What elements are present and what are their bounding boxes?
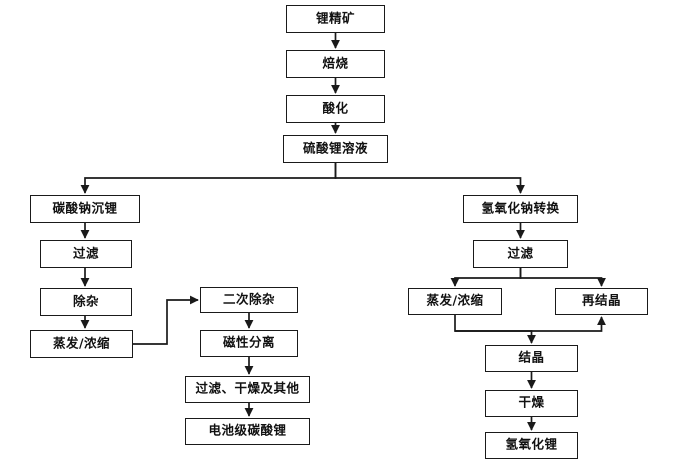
node-evaporation-concentration-left[interactable]: 蒸发/浓缩	[30, 330, 133, 358]
node-acidification[interactable]: 酸化	[286, 95, 385, 123]
node-label: 干燥	[518, 394, 545, 410]
edge-n15-n17	[454, 315, 536, 344]
node-label: 氢氧化钠转换	[481, 200, 560, 216]
node-label: 硫酸锂溶液	[302, 140, 368, 156]
node-magnetic-separation[interactable]: 磁性分离	[200, 330, 298, 357]
node-impurity-removal[interactable]: 除杂	[40, 288, 132, 316]
edge-n8-n9	[133, 295, 199, 345]
node-battery-grade-lithium-carbonate[interactable]: 电池级碳酸锂	[185, 418, 310, 445]
node-lithium-sulfate-solution[interactable]: 硫酸锂溶液	[283, 135, 388, 163]
node-label: 碳酸钠沉锂	[52, 200, 118, 216]
node-lithium-concentrate[interactable]: 锂精矿	[286, 5, 385, 33]
edge-n14-n15	[450, 268, 522, 287]
node-label: 过滤	[507, 245, 534, 261]
node-roasting[interactable]: 焙烧	[286, 50, 385, 78]
node-label: 过滤、干燥及其他	[195, 380, 300, 396]
node-sodium-carbonate-precipitation[interactable]: 碳酸钠沉锂	[30, 195, 140, 223]
node-label: 二次除杂	[222, 291, 275, 307]
node-label: 结晶	[518, 349, 545, 365]
node-filtration-drying-other[interactable]: 过滤、干燥及其他	[185, 376, 310, 403]
node-lithium-hydroxide[interactable]: 氢氧化锂	[485, 432, 578, 459]
node-label: 蒸发/浓缩	[426, 292, 484, 308]
edge-n14-n16	[519, 268, 606, 287]
node-filtration-left[interactable]: 过滤	[40, 240, 132, 268]
node-sodium-hydroxide-conversion[interactable]: 氢氧化钠转换	[463, 195, 578, 223]
node-label: 焙烧	[322, 55, 349, 71]
node-label: 锂精矿	[315, 10, 355, 26]
node-filtration-right[interactable]: 过滤	[473, 240, 568, 268]
node-crystallization[interactable]: 结晶	[485, 345, 578, 372]
node-label: 电池级碳酸锂	[208, 422, 287, 438]
node-recrystallization[interactable]: 再结晶	[555, 288, 648, 315]
edge-n15-n16	[455, 316, 606, 332]
edge-n4-n5	[80, 163, 337, 194]
node-secondary-impurity-removal[interactable]: 二次除杂	[200, 287, 298, 313]
node-label: 酸化	[322, 100, 349, 116]
node-label: 磁性分离	[222, 334, 275, 350]
node-evaporation-concentration-right[interactable]: 蒸发/浓缩	[408, 288, 502, 315]
node-drying[interactable]: 干燥	[485, 390, 578, 417]
node-label: 再结晶	[581, 292, 621, 308]
node-label: 氢氧化锂	[505, 436, 558, 452]
node-label: 除杂	[72, 293, 99, 309]
node-label: 过滤	[72, 245, 99, 261]
edge-n4-n13	[334, 163, 525, 194]
node-label: 蒸发/浓缩	[52, 335, 111, 351]
